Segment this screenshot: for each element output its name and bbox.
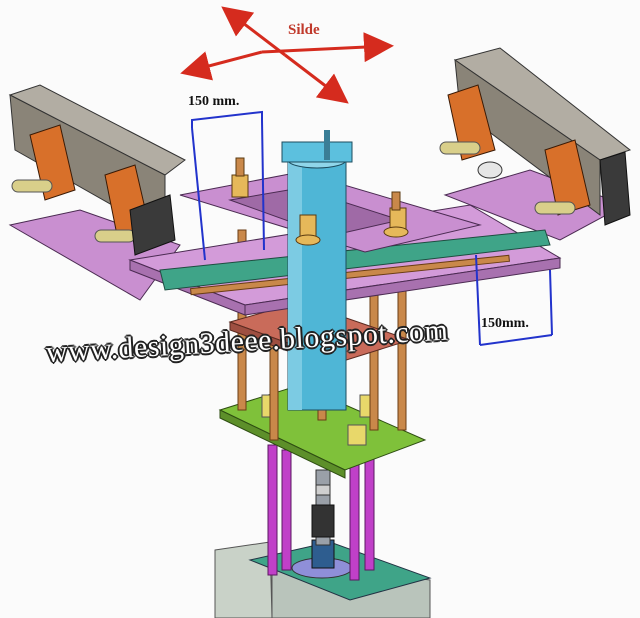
- slide-label: Silde: [288, 22, 320, 38]
- dimension-right-lines: [475, 254, 553, 346]
- dimension-left-label: 150 mm.: [188, 94, 240, 109]
- slide-direction-arrows: [180, 6, 394, 104]
- dimension-right-label: 150mm.: [481, 316, 529, 331]
- left-rail-assembly: [8, 84, 186, 256]
- bolts: [231, 157, 409, 246]
- dimension-left-lines: [191, 110, 265, 261]
- right-rail-assembly: [439, 47, 632, 226]
- pneumatic-cylinder: [281, 130, 353, 411]
- base-housing: [214, 539, 432, 618]
- actuator-shaft: [311, 469, 335, 546]
